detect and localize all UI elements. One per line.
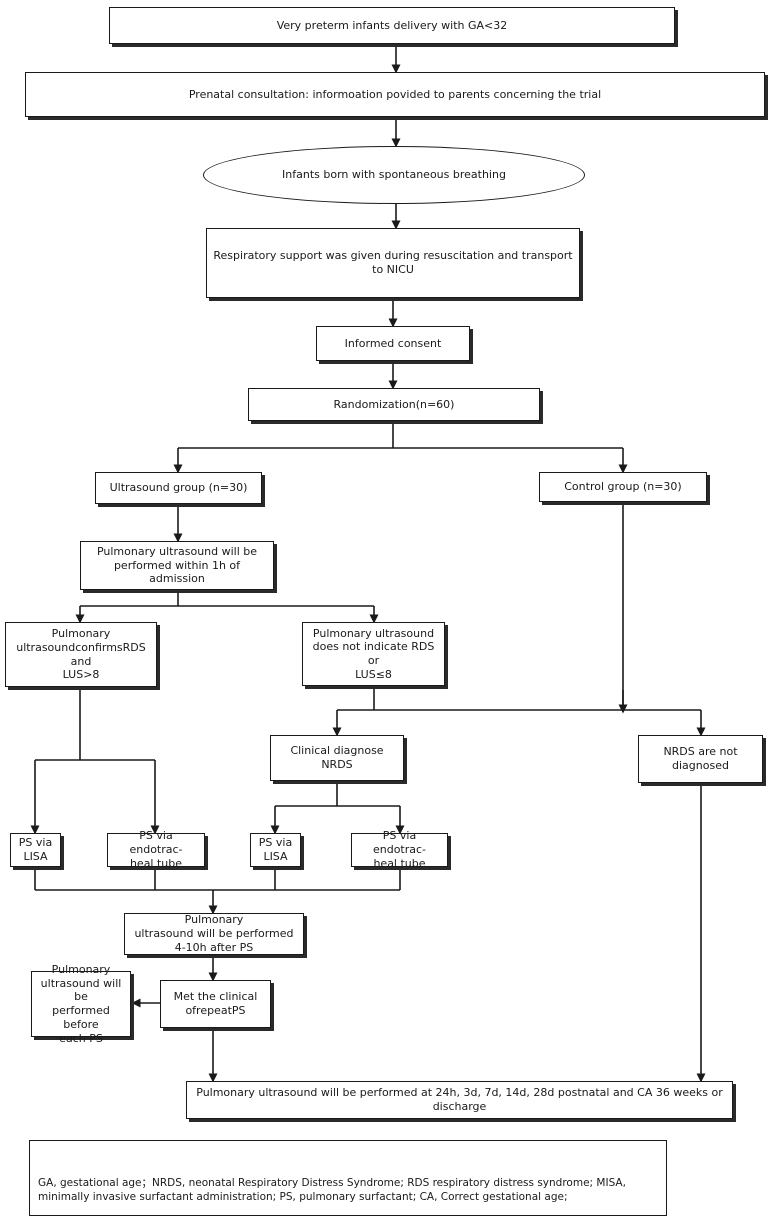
node-ps-lisa-1-label: PS via LISA [18, 836, 53, 863]
node-born-label: Infants born with spontaneous breathing [282, 168, 506, 182]
node-us-after-ps: Pulmonary ultrasound will be performed 4… [124, 913, 304, 955]
node-met-clinical-label: Met the clinical ofrepeatPS [173, 990, 258, 1017]
node-consent-label: Informed consent [344, 336, 442, 350]
node-us-before-ps-label: Pulmonary ultrasound will be performed b… [40, 962, 122, 1045]
node-us-group: Ultrasound group (n=30) [95, 472, 262, 504]
node-ps-lisa-2: PS via LISA [250, 833, 301, 867]
node-nrds-not-label: NRDS are not diagnosed [663, 745, 738, 772]
node-resp-support: Respiratory support was given during res… [206, 228, 580, 298]
split-clinical [275, 781, 400, 807]
node-us-group-label: Ultrasound group (n=30) [109, 481, 248, 495]
node-final: Pulmonary ultrasound will be performed a… [186, 1081, 733, 1119]
node-control-group-label: Control group (n=30) [564, 480, 682, 494]
node-clinical-nrds-label: Clinical diagnose NRDS [290, 744, 384, 771]
node-met-clinical: Met the clinical ofrepeatPS [160, 980, 271, 1028]
split-randomization [178, 421, 623, 449]
node-not-rds: Pulmonary ultrasound does not indicate R… [302, 622, 445, 686]
node-ps-endo-2-label: PS via endotrac- heal tube [372, 829, 427, 870]
node-resp-support-label: Respiratory support was given during res… [213, 249, 573, 276]
node-final-label: Pulmonary ultrasound will be performed a… [196, 1086, 723, 1113]
node-pulm-us-1h: Pulmonary ultrasound will be performed w… [80, 541, 274, 590]
node-delivery-label: Very preterm infants delivery with GA<32 [276, 18, 508, 32]
node-ps-lisa-1: PS via LISA [10, 833, 61, 867]
node-ps-endo-1-label: PS via endotrac- heal tube [129, 829, 183, 870]
abbreviation-legend-text: GA, gestational age；NRDS, neonatal Respi… [38, 1177, 626, 1203]
split-confirms [35, 687, 155, 761]
node-us-before-ps: Pulmonary ultrasound will be performed b… [31, 963, 131, 1045]
node-randomization-label: Randomization(n=60) [333, 397, 455, 411]
node-clinical-nrds: Clinical diagnose NRDS [270, 735, 404, 781]
split-nrds [337, 686, 701, 711]
split-1h [80, 590, 374, 607]
node-consultation-label: Prenatal consultation: informoation povi… [188, 87, 602, 101]
node-born: Infants born with spontaneous breathing [203, 146, 585, 204]
node-consultation: Prenatal consultation: informoation povi… [25, 72, 765, 117]
merge-ps [34, 867, 401, 891]
node-randomization: Randomization(n=60) [248, 388, 540, 421]
node-nrds-not: NRDS are not diagnosed [638, 735, 763, 783]
node-ps-endo-2: PS via endotrac- heal tube [351, 829, 448, 870]
node-confirms-rds-label: Pulmonary ultrasoundconfirmsRDS and LUS>… [16, 627, 146, 682]
abbreviation-legend: GA, gestational age；NRDS, neonatal Respi… [29, 1140, 667, 1216]
node-ps-endo-1: PS via endotrac- heal tube [107, 829, 205, 870]
node-control-group: Control group (n=30) [539, 472, 707, 502]
node-not-rds-label: Pulmonary ultrasound does not indicate R… [312, 626, 435, 681]
node-us-after-ps-label: Pulmonary ultrasound will be performed 4… [134, 913, 294, 954]
node-pulm-us-1h-label: Pulmonary ultrasound will be performed w… [96, 544, 258, 586]
node-confirms-rds: Pulmonary ultrasoundconfirmsRDS and LUS>… [5, 622, 157, 687]
node-delivery: Very preterm infants delivery with GA<32 [109, 7, 675, 44]
node-consent: Informed consent [316, 326, 470, 361]
node-ps-lisa-2-label: PS via LISA [258, 836, 293, 863]
